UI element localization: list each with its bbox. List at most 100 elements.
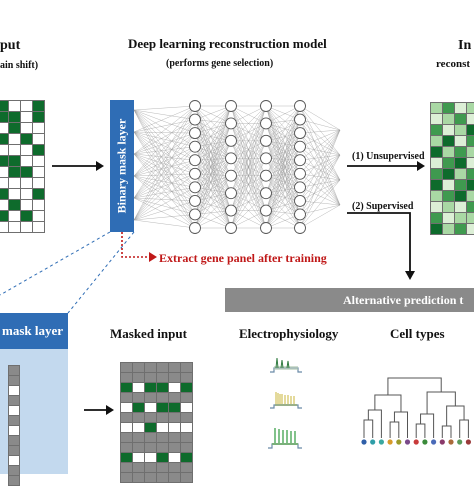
network-edge (299, 187, 341, 206)
matrix-cell (443, 103, 454, 113)
matrix-cell (431, 114, 442, 124)
matrix-cell (157, 403, 168, 412)
network-node (189, 100, 201, 112)
network-edge (133, 131, 196, 215)
network-edge (133, 133, 196, 221)
network-edge (299, 146, 341, 156)
matrix-cell (133, 393, 144, 402)
network-edge (133, 187, 196, 221)
network-edge (265, 158, 301, 215)
network-node (294, 113, 306, 126)
network-edge (265, 173, 301, 211)
network-edge (133, 153, 196, 229)
zoom-line-left (0, 231, 111, 296)
extract-gene-panel-label: Extract gene panel after training (159, 251, 327, 265)
matrix-cell (9, 446, 19, 455)
network-edge (194, 158, 232, 229)
network-edge (194, 105, 232, 120)
network-edge (133, 109, 196, 120)
network-edge (299, 160, 341, 181)
mask-vector-cells (8, 365, 20, 486)
matrix-cell (0, 101, 8, 111)
network-edge (194, 140, 232, 161)
network-edge (194, 146, 232, 159)
network-edge (194, 105, 232, 176)
arrow-extract-gene-panel (121, 232, 150, 258)
dendrogram-branch (363, 419, 374, 438)
network-node (294, 208, 306, 221)
matrix-cell (431, 202, 442, 212)
matrix-cell (157, 453, 168, 462)
network-edge (299, 129, 341, 147)
matrix-cell (21, 167, 32, 177)
network-edge (265, 160, 301, 211)
matrix-cell (9, 189, 20, 199)
network-edge (265, 146, 301, 176)
matrix-cell (145, 443, 156, 452)
network-edge (194, 140, 232, 174)
network-edge (194, 140, 232, 215)
network-node (294, 154, 306, 167)
arrow-supervised-head (405, 271, 415, 280)
alternative-prediction-label: Alternative prediction t (343, 293, 464, 307)
matrix-cell (9, 416, 19, 425)
cell-type-leaves (361, 439, 471, 445)
network-edge (133, 131, 196, 229)
network-edge (299, 119, 341, 131)
network-edge (265, 105, 301, 147)
network-node (260, 152, 272, 165)
network-edge (299, 146, 341, 206)
network-nodes (189, 100, 306, 234)
matrix-cell (431, 136, 442, 146)
matrix-cell (455, 114, 466, 124)
network-edge (194, 123, 232, 188)
matrix-cell (33, 101, 44, 111)
matrix-cell (467, 125, 474, 135)
network-edge (194, 187, 232, 229)
matrix-cell (181, 403, 192, 412)
matrix-cell (181, 453, 192, 462)
matrix-cell (9, 222, 20, 232)
matrix-cell (467, 147, 474, 157)
network-edge (299, 179, 341, 188)
matrix-cell (133, 463, 144, 472)
network-edge (194, 133, 232, 229)
network-edge (194, 158, 232, 202)
network-edge (133, 153, 196, 174)
network-edge (265, 133, 301, 194)
network-edge (133, 131, 196, 161)
network-edge (194, 105, 232, 161)
matrix-cell (9, 376, 19, 385)
network-edge (133, 132, 196, 177)
network-edge (265, 133, 301, 176)
network-edge (265, 146, 301, 194)
matrix-cell (33, 178, 44, 188)
matrix-cell (9, 145, 20, 155)
matrix-cell (121, 463, 132, 472)
network-edge (299, 154, 341, 188)
matrix-cell (21, 112, 32, 122)
network-edge (133, 109, 196, 201)
matrix-cell (181, 433, 192, 442)
matrix-cell (121, 393, 132, 402)
network-edge (265, 140, 301, 174)
network-edge (265, 123, 301, 188)
network-edge (299, 179, 341, 229)
matrix-cell (145, 403, 156, 412)
matrix-cell (169, 443, 180, 452)
network-edge (133, 105, 196, 221)
network-edge (194, 119, 232, 124)
matrix-cell (121, 443, 132, 452)
matrix-cell (169, 413, 180, 422)
matrix-cell (145, 363, 156, 372)
matrix-cell (9, 436, 19, 445)
network-node (294, 222, 306, 234)
dendrogram-branch (459, 419, 469, 438)
mask-layer-panel-label: mask layer (2, 323, 64, 338)
network-edge (299, 119, 341, 206)
network-edge (265, 105, 301, 124)
arrow-input-to-model-head (96, 161, 104, 171)
network-node (225, 169, 237, 182)
cell-type-leaf (396, 439, 402, 445)
matrix-cell (21, 101, 32, 111)
